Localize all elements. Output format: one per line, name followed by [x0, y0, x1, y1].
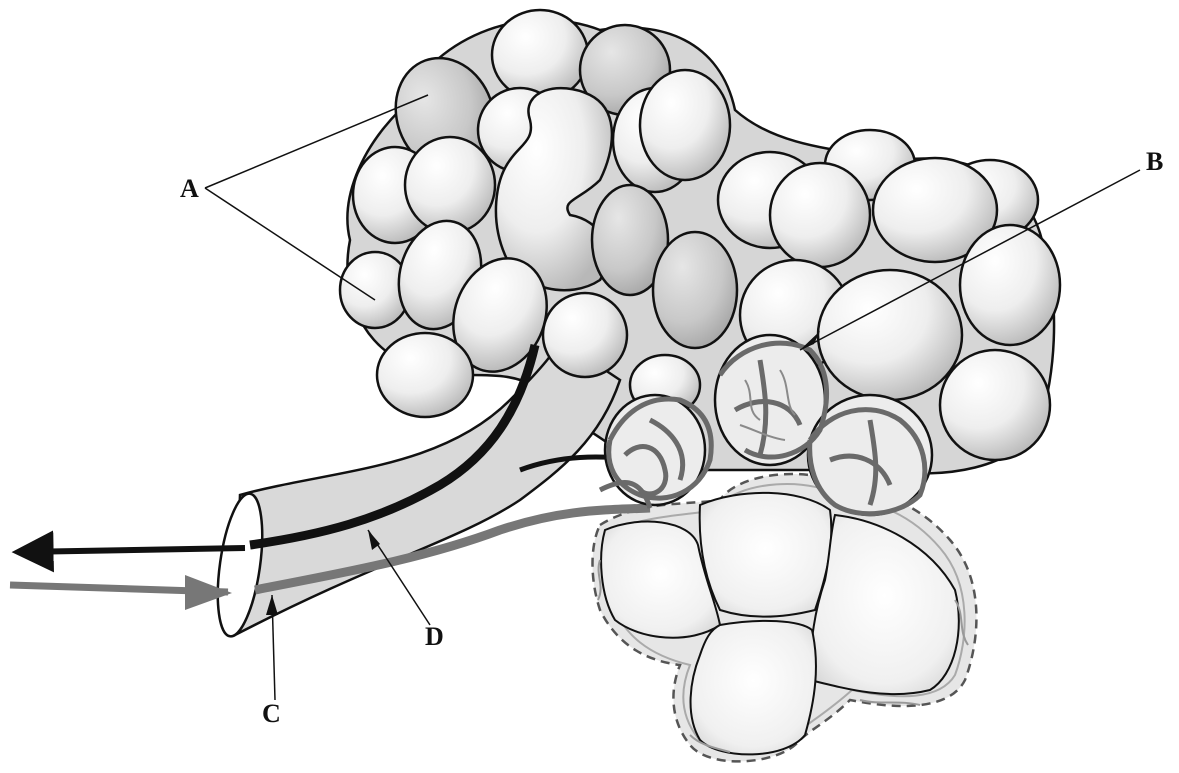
label-a: A [180, 174, 199, 203]
dark-flow-arrow [20, 548, 245, 552]
label-c: C [262, 699, 281, 728]
flow-arrows [10, 548, 245, 610]
alveoli-cutaway [593, 474, 977, 761]
label-b: B [1146, 147, 1163, 176]
label-d: D [425, 622, 444, 651]
